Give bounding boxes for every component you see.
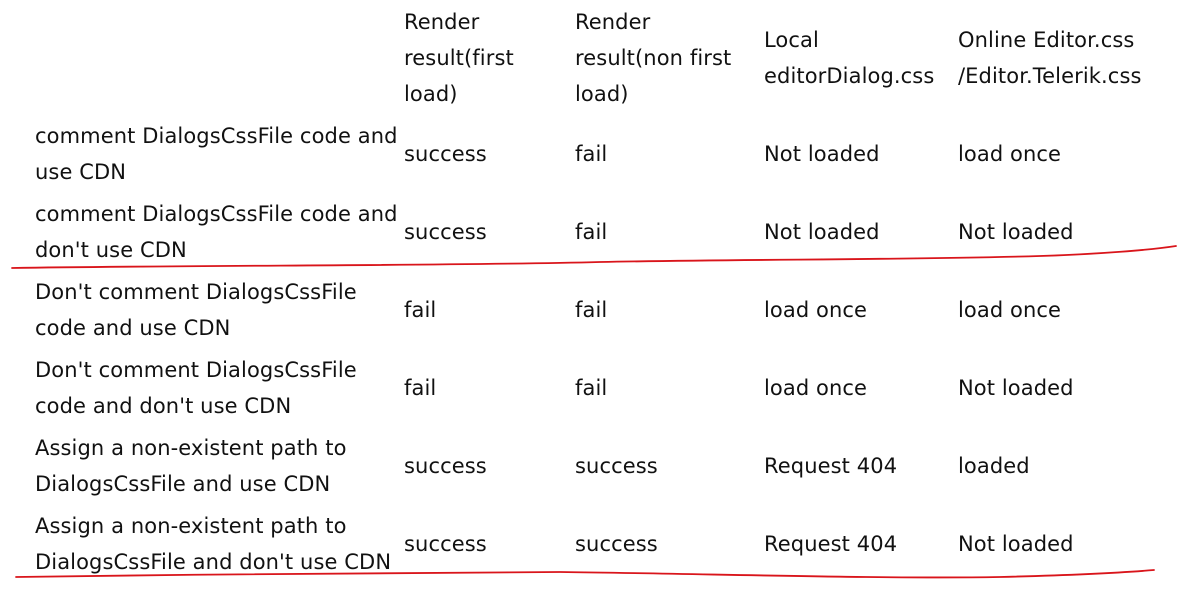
- row-4-local-css: load once: [764, 376, 868, 400]
- header-render-first-load: Render result(first load): [404, 10, 514, 106]
- header-render-non-first-load: Render result(non first load): [575, 10, 732, 106]
- row-6-first-load: success: [404, 532, 487, 556]
- row-6-local-css: Request 404: [764, 532, 898, 556]
- row-4-label: Don't comment DialogsCssFile code and do…: [35, 358, 357, 418]
- row-2-label: comment DialogsCssFile code and don't us…: [35, 202, 398, 262]
- row-1-local-css: Not loaded: [764, 142, 880, 166]
- row-3-online-css: load once: [958, 298, 1062, 322]
- row-5-non-first-load: success: [575, 454, 658, 478]
- row-5-local-css: Request 404: [764, 454, 898, 478]
- row-1-first-load: success: [404, 142, 487, 166]
- row-2-local-css: Not loaded: [764, 220, 880, 244]
- row-1-non-first-load: fail: [575, 142, 608, 166]
- row-1-online-css: load once: [958, 142, 1062, 166]
- row-5-first-load: success: [404, 454, 487, 478]
- row-6-non-first-load: success: [575, 532, 658, 556]
- header-local-editordialog-css: Local editorDialog.css: [764, 28, 935, 88]
- row-3-non-first-load: fail: [575, 298, 608, 322]
- row-3-label: Don't comment DialogsCssFile code and us…: [35, 280, 357, 340]
- row-4-non-first-load: fail: [575, 376, 608, 400]
- row-2-non-first-load: fail: [575, 220, 608, 244]
- row-5-label: Assign a non-existent path to DialogsCss…: [35, 436, 347, 496]
- row-2-online-css: Not loaded: [958, 220, 1074, 244]
- row-4-first-load: fail: [404, 376, 437, 400]
- row-2-first-load: success: [404, 220, 487, 244]
- row-6-online-css: Not loaded: [958, 532, 1074, 556]
- row-4-online-css: Not loaded: [958, 376, 1074, 400]
- row-6-label: Assign a non-existent path to DialogsCss…: [35, 514, 392, 574]
- row-3-first-load: fail: [404, 298, 437, 322]
- row-3-local-css: load once: [764, 298, 868, 322]
- row-1-label: comment DialogsCssFile code and use CDN: [35, 124, 398, 184]
- row-5-online-css: loaded: [958, 454, 1030, 478]
- header-online-editor-css: Online Editor.css /Editor.Telerik.css: [958, 28, 1142, 88]
